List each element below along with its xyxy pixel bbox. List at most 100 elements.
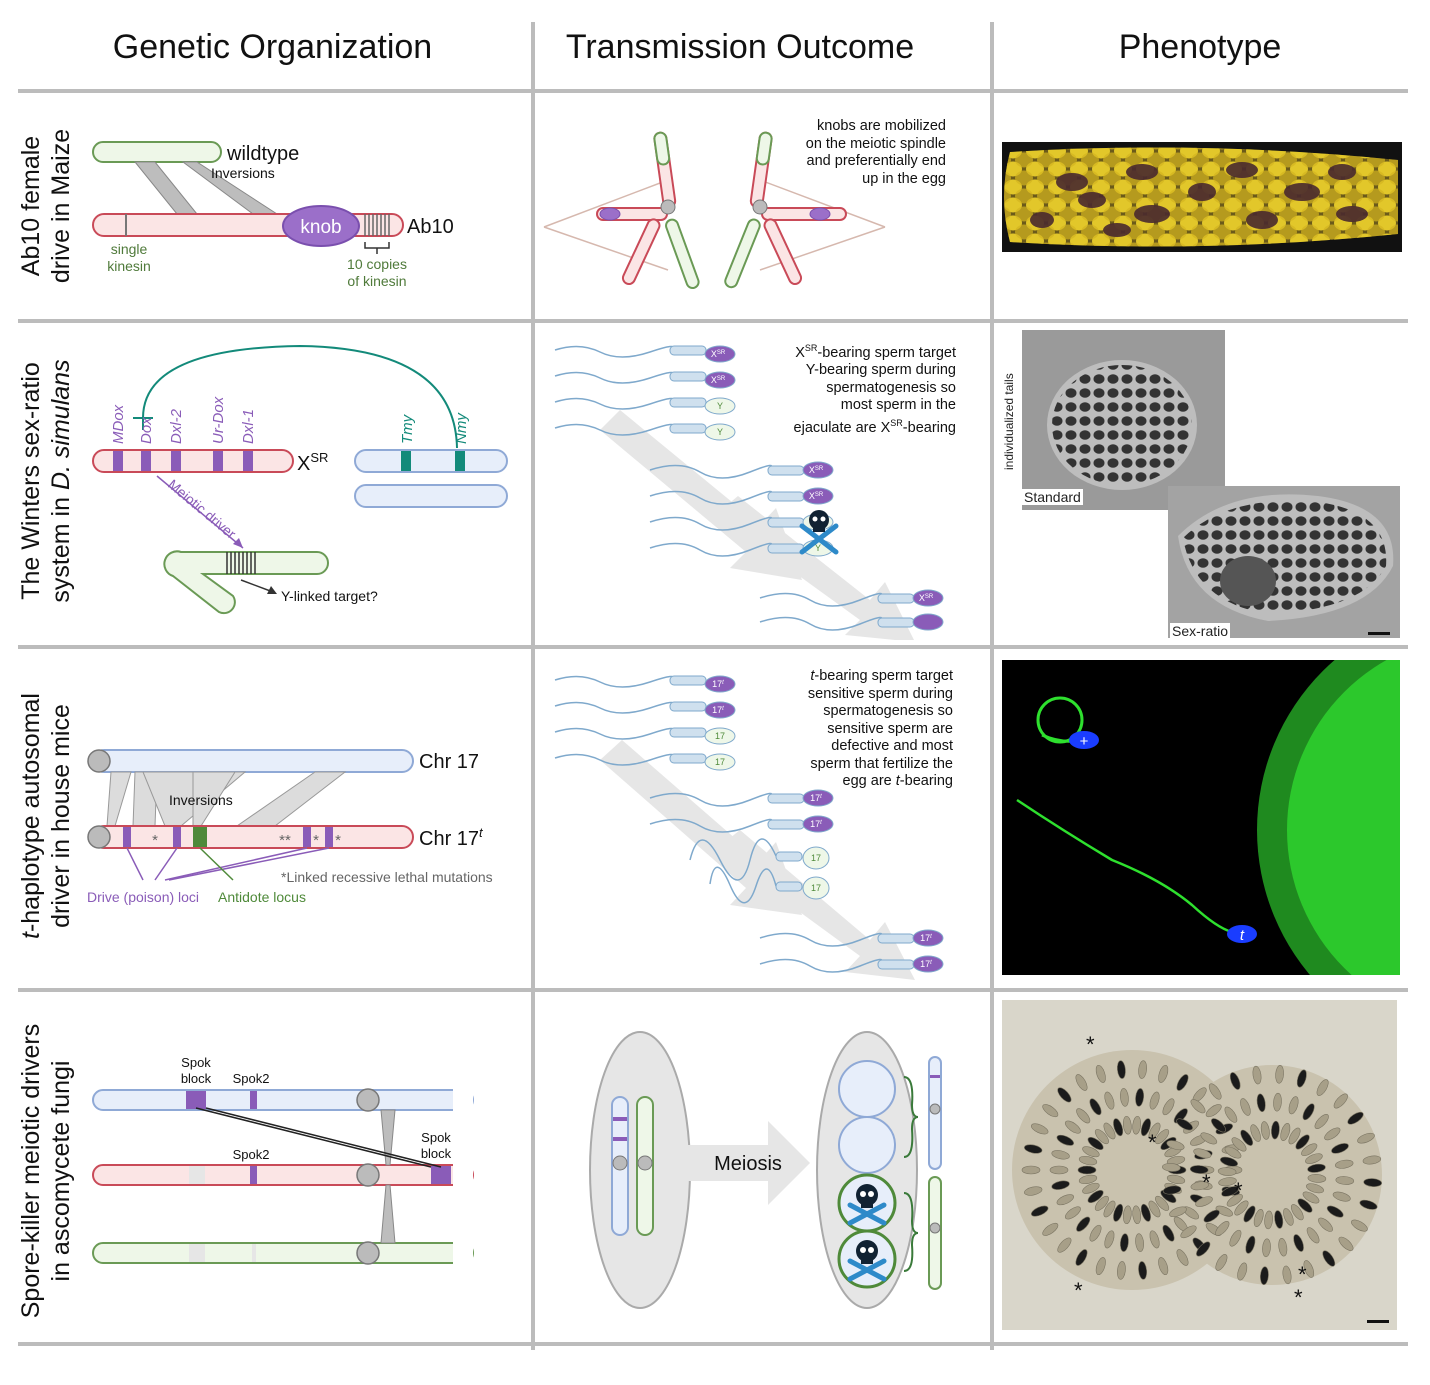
ascus-spore (1224, 1106, 1238, 1123)
thaplo-desc-line7: egg are t-bearing (842, 773, 953, 789)
row-label-spok-line1: Spore-killer meiotic drivers (17, 1023, 45, 1319)
em-photo-standard (1022, 330, 1225, 510)
ascus-spore (1155, 1195, 1170, 1211)
ascus-spore (1113, 1203, 1124, 1222)
spok-block-label-1: Spok (181, 1055, 211, 1070)
ascus-spore (1296, 1069, 1307, 1088)
asterisk-6: * (1074, 1278, 1083, 1303)
ascus-spore (1362, 1155, 1382, 1165)
ascus-spore (1189, 1165, 1209, 1174)
ascus-spore (1138, 1261, 1147, 1280)
ascus-spore (1135, 1233, 1144, 1252)
lethal-star-3: * (313, 832, 319, 849)
knob (282, 205, 360, 247)
thaplo-sperm-diagram: 17t 17t 17t 17t 17t 17t 17 17 17 17 (554, 675, 944, 980)
ascus-spore (1297, 1198, 1313, 1213)
ascus-spore (1316, 1079, 1329, 1096)
ab10-desc-line4: up in the egg (862, 170, 946, 187)
ascus-spore (1338, 1236, 1354, 1251)
ascus-spore (1169, 1206, 1187, 1218)
ascus-spore (1162, 1185, 1182, 1195)
ascus-spore (1282, 1265, 1292, 1285)
spok-chromosome-1 (92, 1089, 474, 1111)
ascus-spore (1250, 1124, 1261, 1142)
asterisk-4: * (1234, 1178, 1243, 1203)
ascus-spore (1293, 1234, 1304, 1252)
row-label-winters-line2a: system in (47, 490, 75, 603)
ascus-spore (1176, 1118, 1193, 1131)
ascus-spore (1220, 1156, 1238, 1167)
ascus-spore (1217, 1167, 1237, 1176)
ascus-spore (1122, 1205, 1132, 1225)
sperm-y-3: Y (815, 543, 821, 553)
ascus-spore (1076, 1108, 1091, 1124)
ascus-spore (1180, 1225, 1197, 1239)
ascus-spore (1363, 1178, 1382, 1187)
row-label-ab10-line2: drive in Maize (47, 128, 75, 284)
asterisk-7: * (1294, 1285, 1303, 1310)
antidote-label: Antidote locus (218, 889, 306, 905)
spore-killer-photo: * * * * * * * (1002, 1000, 1397, 1330)
meiotic-driver-label: Meiotic driver (165, 476, 239, 542)
ascus-spore (1056, 1194, 1074, 1206)
ab10-label: Ab10 (407, 216, 454, 238)
xsr-label: XSR (297, 450, 328, 475)
ascus-spore (1162, 1098, 1175, 1116)
transmission-arrow-2 (715, 496, 914, 640)
y-linked-target-chromosome (163, 550, 329, 615)
ascus-spore (1094, 1129, 1109, 1145)
photo-t-label: t (1240, 927, 1245, 944)
t-transmission-arrow-2 (715, 830, 915, 980)
spok-block-band (186, 1091, 206, 1109)
ascus-spore (1302, 1191, 1320, 1204)
meiosis-label: Meiosis (714, 1153, 782, 1175)
row-label-thaplo-t: t (17, 932, 45, 939)
ascus-spore (1307, 1163, 1326, 1173)
sperm-17t-6: 17t (920, 959, 932, 969)
sperm-xsr-3: XSR (809, 465, 824, 475)
em-ylabel: individualized tails (1002, 373, 1016, 470)
sperm-17-1: 17 (715, 731, 725, 741)
spok-block-label-2: block (181, 1071, 212, 1086)
gene-dxl2: Dxl-2 (168, 408, 185, 444)
ascus-spore (1334, 1159, 1354, 1169)
spok-block-right-label-2: block (421, 1146, 452, 1161)
spok-meiosis-diagram: Meiosis (589, 1031, 942, 1309)
ascus-spore (1351, 1219, 1368, 1232)
ascus-spore (1089, 1224, 1102, 1242)
y-chromosome-2 (354, 484, 508, 508)
winters-description: XSR-bearing sperm target Y-bearing sperm… (740, 340, 956, 437)
ascus-spore (1307, 1174, 1327, 1183)
ascus-spore (1176, 1249, 1189, 1266)
ascus-spore (1280, 1123, 1291, 1141)
ascus-spore (1176, 1074, 1189, 1091)
knob-label: knob (300, 217, 341, 238)
ascus-spore (1042, 1222, 1059, 1236)
row-label-thaplo-line1: t-haplotype autosomal (16, 656, 46, 976)
ascus-spore (1140, 1118, 1151, 1137)
winters-desc-line5: ejaculate are XSR-bearing (793, 417, 956, 436)
spok-chromosome-3 (92, 1242, 474, 1264)
ascus-spore (1295, 1134, 1310, 1150)
row-label-thaplo: t-haplotype autosomal driver in house mi… (16, 656, 76, 976)
row-label-thaplo-line2: driver in house mice (47, 704, 75, 928)
ascus-spore (1211, 1118, 1226, 1133)
ascus-spore (1104, 1091, 1115, 1110)
winters-desc-line4: most sperm in the (840, 397, 956, 414)
ascus-spore (1082, 1146, 1100, 1158)
suppression-arc (142, 344, 458, 449)
ascus-spore (1021, 1165, 1041, 1175)
ascus-spore (1117, 1060, 1126, 1079)
ascus-spore (1288, 1127, 1301, 1145)
thaplo-desc-line4: sensitive sperm are (827, 720, 953, 737)
xsr-gene-bands (113, 451, 253, 471)
row-label-thaplo-line1b: -haplotype autosomal (17, 693, 45, 933)
ascus-spore (1190, 1099, 1206, 1114)
ascus-spore (1218, 1177, 1237, 1187)
thaplo-desc-line3: spermatogenesis so (823, 703, 953, 719)
row-label-winters-line2: system in D. simulans (46, 326, 76, 636)
spindle-left (596, 131, 700, 290)
ascus-spore (1347, 1111, 1364, 1125)
ascus-spore (1049, 1165, 1069, 1175)
